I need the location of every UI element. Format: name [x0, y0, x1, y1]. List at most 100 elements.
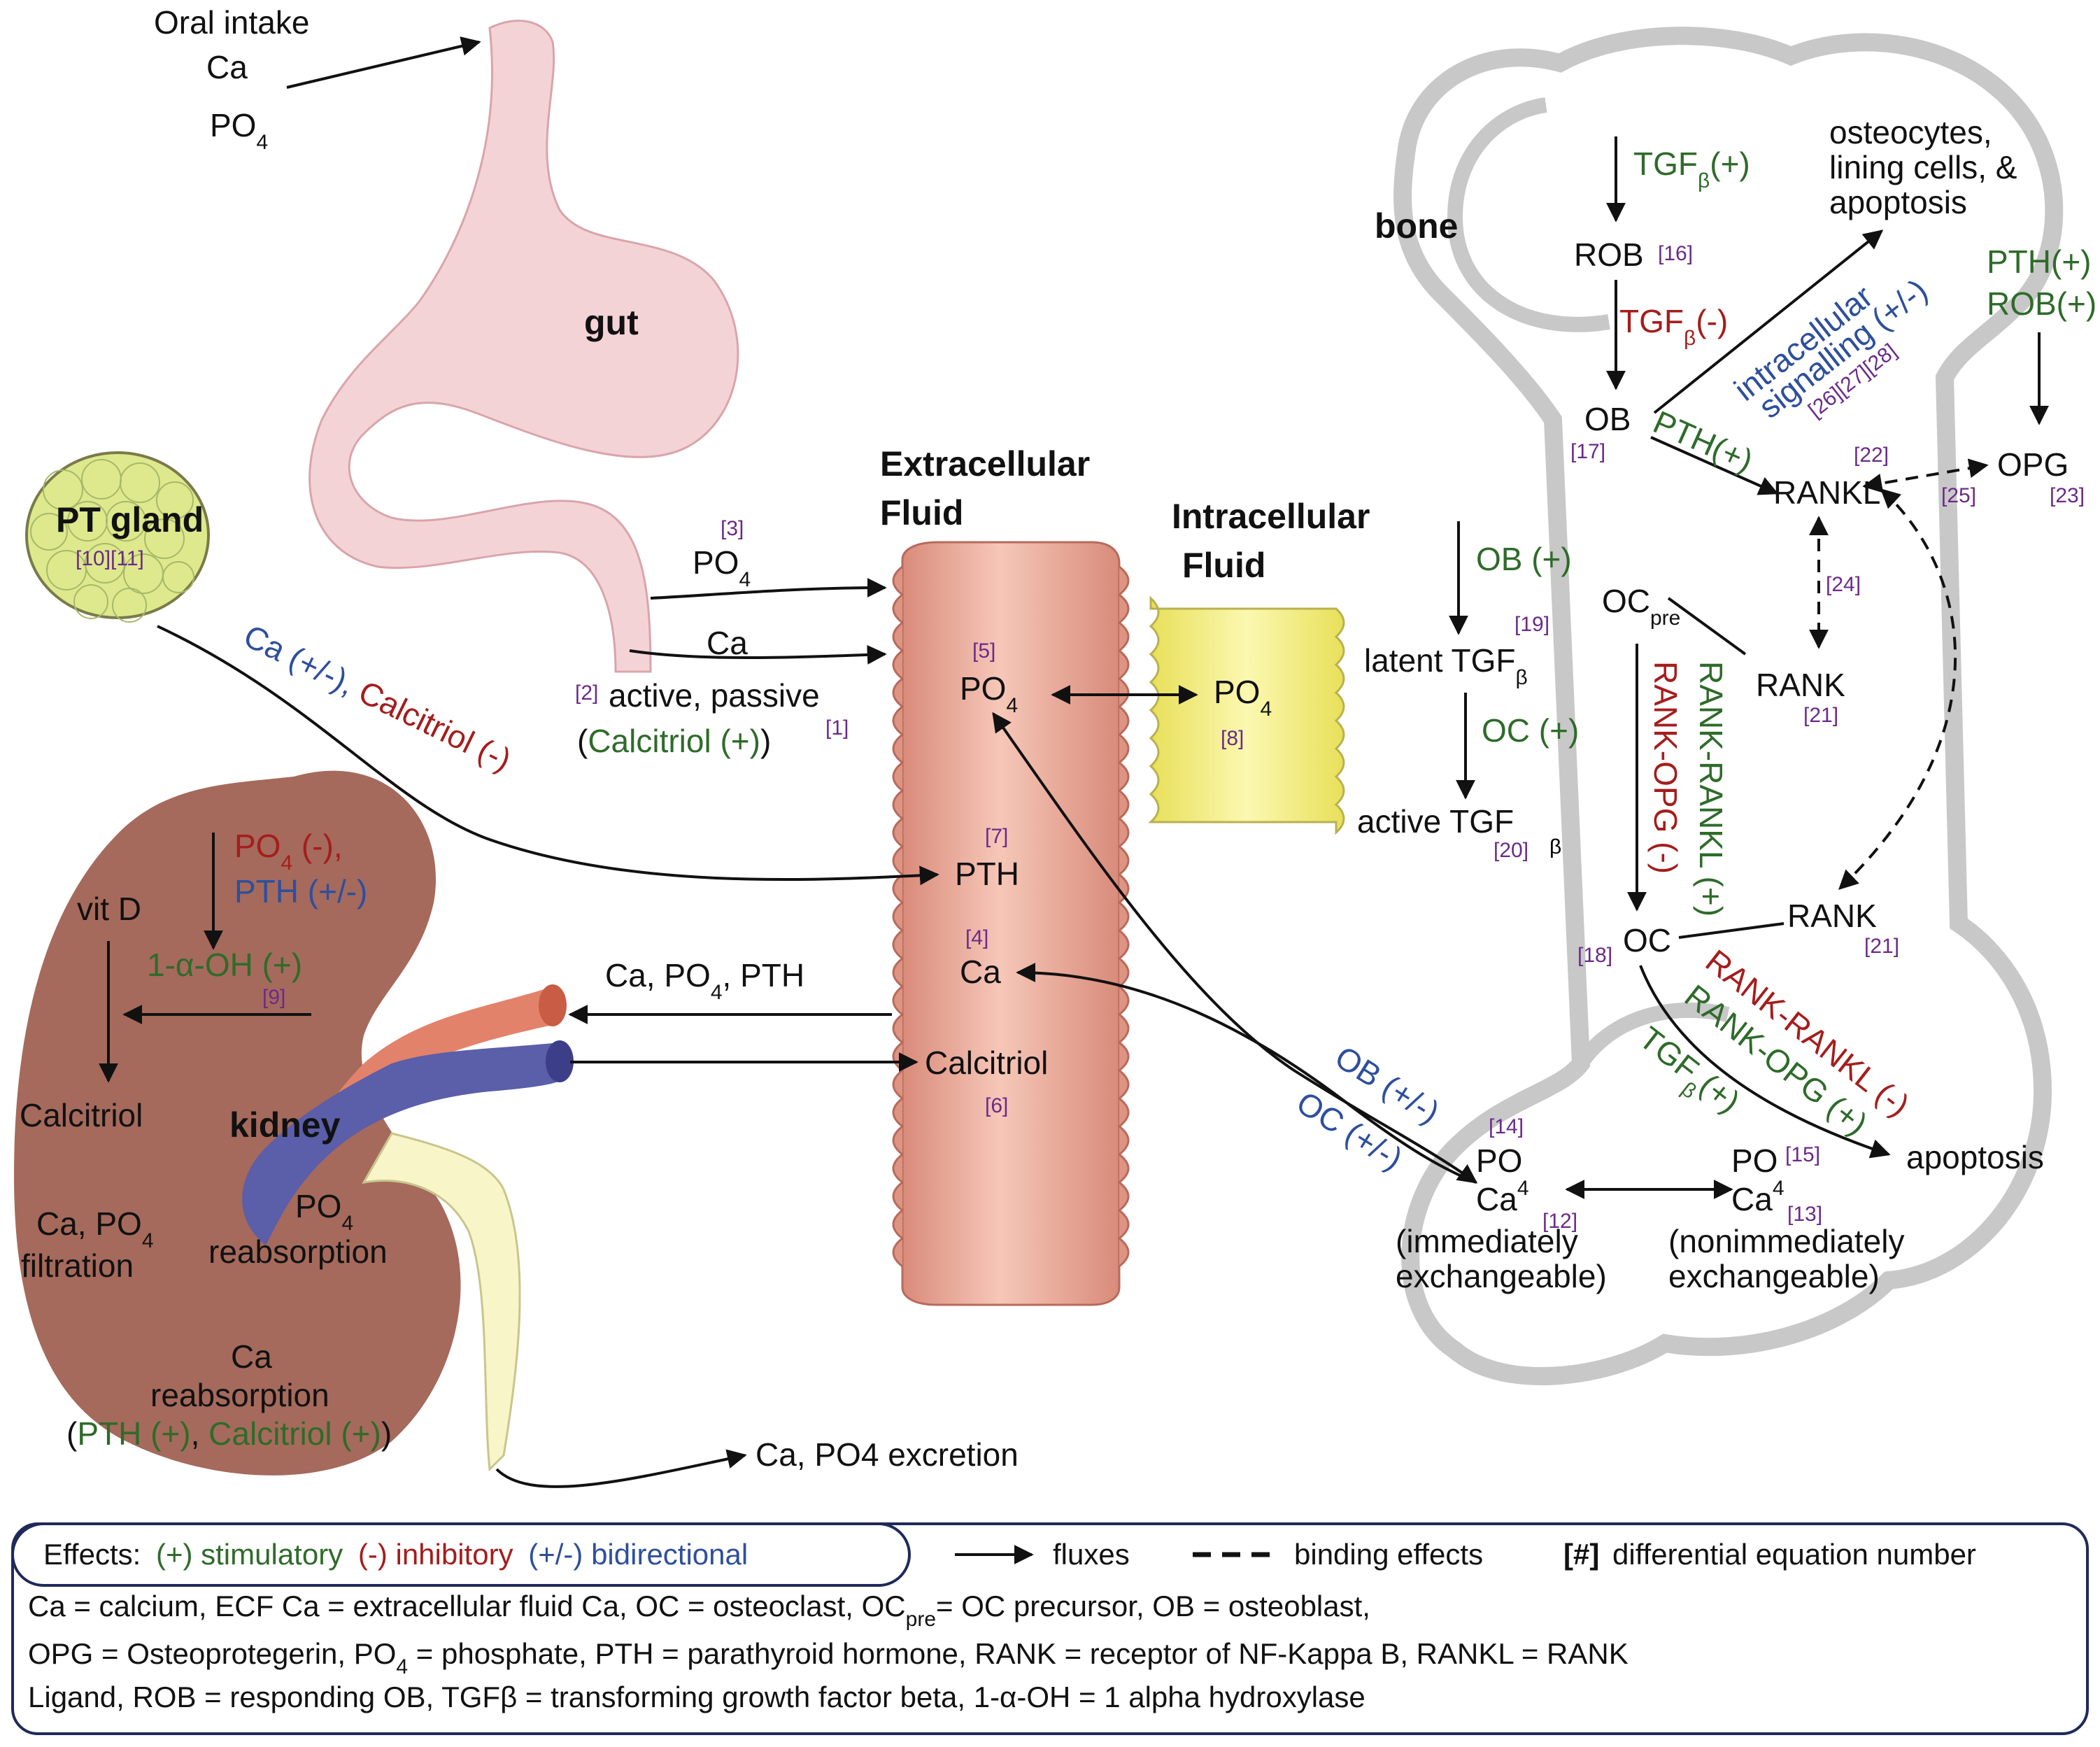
bone-oc-pre: OCpre	[1602, 583, 1680, 630]
bone-opg: OPG	[1997, 446, 2069, 483]
bone-ref-14: [14]	[1489, 1115, 1524, 1138]
gut-ref-2: [2]	[575, 681, 598, 705]
ureter-shape	[362, 1132, 521, 1472]
arrow-pt-to-pth	[157, 625, 939, 886]
bone-inner-lower	[1574, 1002, 1730, 1068]
legend-line-3: Ligand, ROB = responding OB, TGFβ = tran…	[28, 1681, 1365, 1713]
kidney-ref-9: [9]	[262, 986, 285, 1009]
ecf-title-2: Fluid	[880, 493, 963, 532]
arrow-ca-ecf-to-bone	[1016, 963, 1477, 1184]
legend: Effects: (+) stimulatory (-) inhibitory …	[11, 1522, 2089, 1735]
bone-rank-rankl-pos: RANK-RANKL (+)	[1693, 661, 1729, 917]
bone-ref-25: [25]	[1941, 484, 1976, 507]
bone-po-imm: PO	[1476, 1143, 1522, 1179]
bone-osteocytes-3: apoptosis	[1829, 184, 1967, 220]
bone-ref-19: [19]	[1514, 613, 1549, 636]
bone-latent-tgf: latent TGFβ	[1364, 642, 1528, 689]
gut-ca: Ca	[707, 625, 748, 661]
bone-ref-24: [24]	[1826, 573, 1861, 596]
bone-ref-20: [20]	[1494, 839, 1528, 862]
gut-active-passive: active, passive	[609, 677, 820, 714]
ecf-ref-4: [4]	[965, 926, 988, 949]
bone-curl	[1447, 97, 1610, 332]
legend-fluxes: fluxes	[1053, 1538, 1130, 1571]
bone-active-tgf: active TGF	[1357, 803, 1514, 840]
renal-artery	[294, 986, 553, 1161]
kidney-calcitriol: Calcitriol	[20, 1097, 143, 1133]
ecf-calcitriol: Calcitriol	[925, 1045, 1048, 1081]
bone-rank-2: RANK	[1787, 898, 1877, 934]
legend-effects: Effects: (+) stimulatory (-) inhibitory …	[43, 1538, 748, 1571]
bone-ref-15: [15]	[1785, 1143, 1820, 1166]
arrow-ob-to-osteocytes	[1653, 229, 1884, 414]
gut-po: PO4	[693, 544, 751, 591]
kidney-label: kidney	[229, 1105, 341, 1145]
bone-ref-13: [13]	[1787, 1203, 1822, 1226]
ecf-right-wave	[1117, 565, 1130, 1268]
bone-ob: OB	[1584, 401, 1631, 437]
oral-intake-title: Oral intake	[154, 4, 309, 41]
kidney-reab-po: PO4	[295, 1188, 353, 1235]
arrow-oc-to-apoptosis	[1639, 965, 1891, 1159]
kidney-reab-word: reabsorption	[208, 1233, 388, 1270]
bone-oc-pos: OC (+)	[1482, 712, 1579, 749]
renal-vein	[242, 1042, 560, 1245]
kidney-po-inhibit: PO4 (-),	[234, 828, 343, 875]
bone-ref-12: [12]	[1542, 1210, 1577, 1233]
bone-tgf-neg: TGFβ(-)	[1619, 303, 1728, 350]
icf-title-2: Fluid	[1182, 546, 1265, 585]
kidney-vit-d: vit D	[77, 891, 141, 927]
legend-eq-symbol: [#]	[1563, 1538, 1599, 1571]
vein-opening	[546, 1040, 574, 1082]
bone-rank-1: RANK	[1756, 667, 1845, 703]
bone-ref-18: [18]	[1577, 944, 1612, 967]
ecf-ref-7: [7]	[985, 825, 1008, 848]
ecf-po: PO4	[960, 670, 1018, 717]
bone-imm-2: exchangeable)	[1396, 1258, 1607, 1294]
pt-gland-label: PT gland	[56, 500, 204, 539]
bone-ref-23: [23]	[2050, 484, 2085, 507]
oral-intake-po: PO4	[210, 107, 268, 154]
bone-po-non: PO	[1731, 1143, 1778, 1179]
bone-tgf-pos: TGFβ(+)	[1633, 146, 1750, 192]
bone-ref-16: [16]	[1658, 242, 1693, 265]
bone-pth-rob-2: ROB(+)	[1987, 285, 2097, 322]
kidney-1aoh: 1-α-OH (+)	[147, 947, 302, 983]
bone-label: bone	[1375, 206, 1458, 246]
bone-ca-non: Ca4	[1731, 1177, 1785, 1217]
excretion-label: Ca, PO4 excretion	[755, 1436, 1019, 1473]
icf-ref-8: [8]	[1221, 727, 1244, 750]
kidney-ca-reab-1: Ca	[231, 1338, 272, 1375]
arrow-ob-to-rankl	[1650, 436, 1779, 495]
kidney-filtration-2: filtration	[21, 1247, 134, 1284]
bone-ca-imm: Ca4	[1476, 1177, 1529, 1217]
bone-osteocytes-1: osteocytes,	[1829, 114, 1992, 150]
oral-intake-ca: Ca	[206, 49, 248, 85]
artery-opening	[539, 984, 567, 1026]
gut-label: gut	[584, 303, 639, 342]
bone-non-2: exchangeable)	[1668, 1258, 1880, 1294]
pt-gland	[25, 451, 210, 623]
kidney-ca-reab-3: (PTH (+), Calcitriol (+))	[66, 1415, 392, 1452]
ecf-left-wave	[892, 565, 904, 1268]
bone-non-1: (nonimmediately	[1668, 1223, 1904, 1259]
legend-line-1: Ca = calcium, ECF Ca = extracellular flu…	[28, 1590, 1370, 1631]
arrow-gut-po-to-ecf	[650, 578, 887, 600]
icf-po: PO4	[1214, 674, 1272, 721]
gut-ref-3: [3]	[721, 517, 744, 540]
bone-rank-opg-neg: RANK-OPG (-)	[1647, 661, 1684, 874]
kidney-pth-bid: PTH (+/-)	[234, 873, 367, 910]
bone-imm-1: (immediately	[1396, 1223, 1578, 1259]
ecf-pth: PTH	[955, 856, 1019, 892]
icf-cylinder	[1148, 595, 1345, 835]
bone-rankl: RANKL	[1773, 474, 1880, 511]
ecf-ca: Ca	[960, 954, 1001, 990]
bone-ref-22: [22]	[1854, 444, 1889, 467]
flux-arrows	[99, 36, 2049, 1488]
bone-ob-pos: OB (+)	[1476, 541, 1572, 577]
bone-ref-21a: [21]	[1803, 704, 1838, 727]
legend-binding: binding effects	[1294, 1538, 1483, 1571]
gut-ref-1: [1]	[825, 716, 849, 740]
